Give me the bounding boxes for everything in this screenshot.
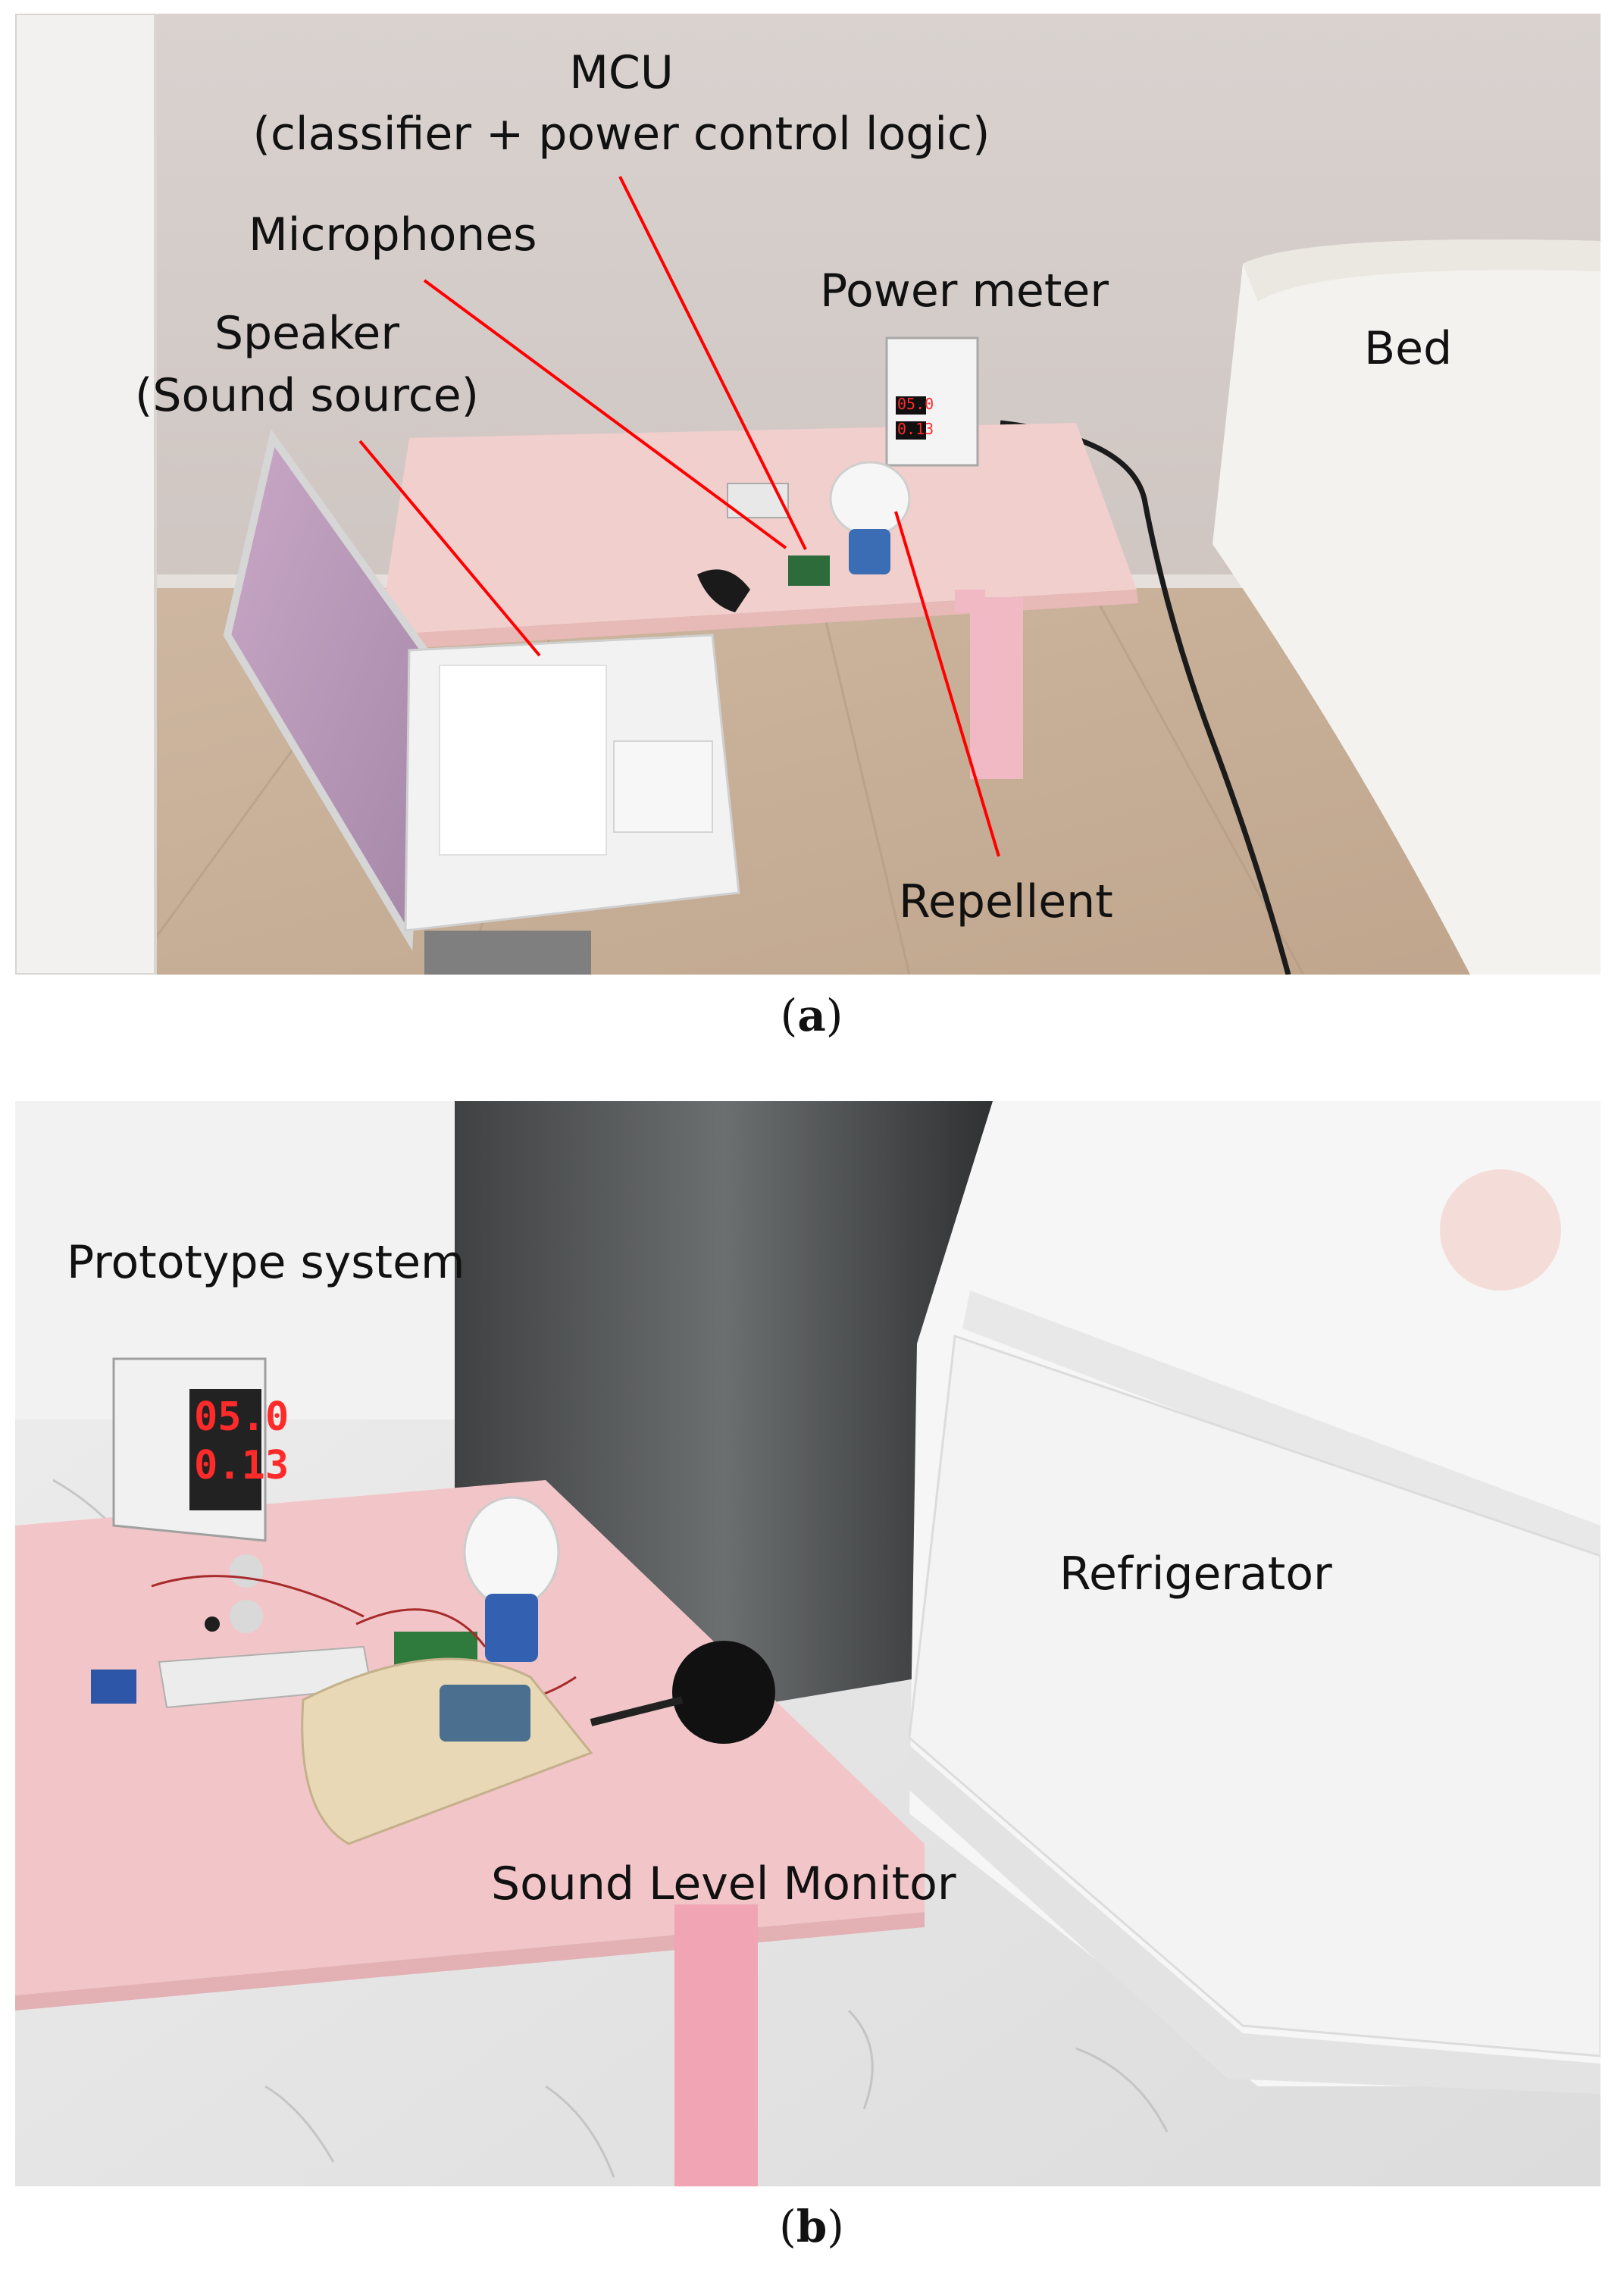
speaker-annotation-line [358,440,541,657]
label-bed: Bed [1364,322,1453,375]
label-sound-level-monitor: Sound Level Monitor [491,1857,956,1911]
label-microphones: Microphones [249,208,537,261]
photo-panel-b [15,1101,1601,2186]
label-mcu-detail: (classifier + power control logic) [252,108,990,161]
photo-panel-a [15,14,1601,975]
microphones-device [697,569,750,612]
power-meter-current-b: 0.13 [194,1443,289,1488]
caption-b: (b) [779,2201,844,2252]
meter-microphone-foam [672,1641,775,1744]
repellent-device [463,1496,560,1608]
label-prototype-system: Prototype system [67,1236,465,1289]
label-refrigerator: Refrigerator [1059,1548,1332,1601]
mcu-annotation-line [618,176,807,550]
label-mcu: MCU [569,46,674,99]
caption-a-letter: a [797,990,826,1041]
power-meter-voltage-b: 05.0 [194,1394,289,1440]
caption-b-letter: b [796,2201,828,2252]
power-meter-current-a: 0.13 [897,420,934,438]
label-speaker: Speaker [214,307,400,360]
laptop-screen [223,429,429,951]
table-leg [970,597,1023,779]
caption-a: (a) [780,990,843,1041]
photo-b-scene [15,1101,1601,2186]
wardrobe [15,14,155,975]
photo-a-scene [15,14,1601,975]
label-repellent: Repellent [899,875,1113,928]
microphones-annotation-line [423,279,787,549]
mcu-board [788,555,830,586]
repellent-annotation-line [894,511,1000,857]
power-meter-voltage-a: 05.0 [897,395,934,413]
label-speaker-detail: (Sound source) [134,369,480,422]
label-power-meter: Power meter [820,264,1109,318]
table-leg [674,1904,758,2186]
annotation-lines-a [358,176,1000,857]
bed [1213,239,1601,975]
